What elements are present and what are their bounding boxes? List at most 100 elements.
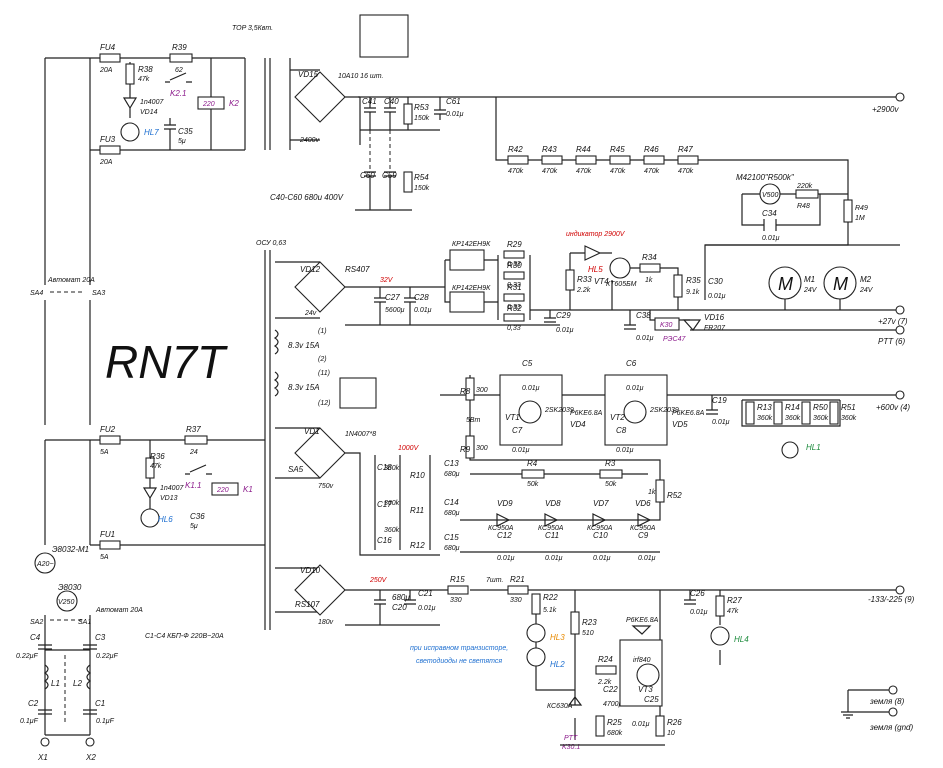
label-c15-value: 680μ	[444, 545, 460, 552]
label-c12-value: 0.01μ	[497, 555, 515, 562]
label-fu3-value: 20А	[99, 159, 113, 166]
resistor-r34	[639, 263, 661, 273]
label-vd6: VD6	[635, 499, 651, 508]
label-l1: L1	[51, 679, 60, 688]
fuse-fu4	[99, 53, 121, 63]
label-hl3: HL3	[550, 633, 565, 642]
resistor-r53	[403, 103, 413, 125]
label-fu1-value: 5А	[100, 554, 109, 561]
resistor-r50	[801, 401, 811, 425]
label-v250: V250	[58, 599, 74, 606]
output-negative: -133/-225 (9)	[868, 595, 915, 604]
label-c21: C21	[418, 589, 433, 598]
schematic-title: RN7T	[105, 336, 228, 388]
label-c26: C26	[690, 589, 705, 598]
label-c19: C19	[712, 396, 727, 405]
wire-meter	[704, 193, 849, 300]
label-1000v: 1000V	[398, 445, 420, 452]
wire-regulators	[444, 255, 531, 320]
label-r53: R53	[414, 103, 429, 112]
label-vt2-value: 2SK2039	[649, 407, 679, 414]
label-k2-value: 220	[202, 101, 215, 108]
label-vt1: VT1	[505, 413, 520, 422]
resistor-r38	[125, 63, 135, 85]
regulator-kr2	[449, 291, 485, 313]
label-2400v: 2400v	[299, 137, 320, 144]
label-r34-value: 1k	[645, 277, 653, 284]
label-c14-value: 680μ	[444, 510, 460, 517]
label-vd5-value: P6KE6.8A	[672, 410, 705, 417]
label-r51: R51	[841, 403, 856, 412]
motor-m1-symbol: M	[778, 274, 793, 294]
transformer-main	[244, 58, 291, 150]
label-r14: R14	[785, 403, 800, 412]
label-vd1: VD1	[304, 427, 320, 436]
label-c14: C14	[444, 498, 459, 507]
output-27v: +27v (7)	[878, 317, 908, 326]
note-osu: ОСУ 0,63	[256, 240, 286, 247]
label-c10-value: 0.01μ	[593, 555, 611, 562]
resistor-r39	[169, 53, 193, 63]
cap-c61	[434, 97, 446, 120]
label-vd5: VD5	[672, 420, 688, 429]
contact-k2-1	[165, 72, 192, 83]
terminal-ground	[888, 707, 898, 717]
resistor-r49	[843, 199, 853, 223]
label-rs407: RS407	[345, 265, 370, 274]
label-r32: R32	[507, 304, 522, 313]
wire-motors	[705, 244, 900, 310]
label-r10-value: 360k	[384, 465, 400, 472]
label-r50: R50	[813, 403, 828, 412]
resistor-r33	[565, 269, 575, 291]
res-bank-frame	[741, 399, 841, 427]
label-r38: R38	[138, 65, 153, 74]
led-hl1	[781, 441, 799, 459]
label-c5-value: 0.01μ	[522, 385, 540, 392]
mosfet-vt2	[623, 400, 647, 424]
label-r11: R11	[410, 506, 424, 515]
inductors-l1-l2	[43, 664, 92, 690]
label-r15-value: 330	[450, 597, 462, 604]
label-c21-value: 0.01μ	[418, 605, 436, 612]
label-c10: C10	[593, 531, 608, 540]
label-r54-value: 150k	[414, 185, 430, 192]
label-c30: C30	[708, 277, 723, 286]
label-c35: C35	[178, 127, 193, 136]
resistor-r45	[609, 155, 631, 165]
label-r13: R13	[757, 403, 772, 412]
label-r35-value: 9.1k	[686, 289, 700, 296]
label-r23: R23	[582, 618, 597, 627]
label-fu4: FU4	[100, 43, 116, 52]
label-r8-value: 300	[476, 387, 488, 394]
label-c20-value: 680μ	[392, 593, 410, 602]
diode-vd16	[682, 319, 702, 331]
label-c6-value: 0.01μ	[626, 385, 644, 392]
led-hl7	[120, 122, 140, 142]
label-c7-value: 0.01μ	[512, 447, 530, 454]
label-m2: M2	[860, 275, 872, 284]
label-m2-value: 24V	[859, 287, 874, 294]
label-r34: R34	[642, 253, 657, 262]
label-fu2: FU2	[100, 425, 116, 434]
label-r53-value: 150k	[414, 115, 430, 122]
label-k1-1: K1.1	[185, 481, 201, 490]
label-c1-value: 0.1μF	[96, 718, 115, 725]
label-r49: R49	[855, 205, 868, 212]
label-r42-value: 470k	[508, 168, 524, 175]
resistor-r14	[773, 401, 783, 425]
resistor-r3	[599, 469, 623, 479]
label-k1: K1	[243, 485, 253, 494]
terminal-2900	[895, 92, 905, 102]
resistor-r48	[795, 189, 819, 199]
label-r48: R48	[797, 203, 810, 210]
resistor-r29	[503, 250, 525, 259]
label-c6: C6	[626, 359, 637, 368]
label-r50-value: 360k	[813, 415, 829, 422]
label-32v: 32V	[380, 277, 394, 284]
label-c4: C4	[30, 633, 41, 642]
mosfet-vt3	[636, 663, 660, 687]
note-caps: C40-C60 680u 400V	[270, 193, 344, 202]
label-r26: R26	[667, 718, 682, 727]
label-c61: C61	[446, 97, 461, 106]
label-w2: (2)	[318, 356, 327, 363]
